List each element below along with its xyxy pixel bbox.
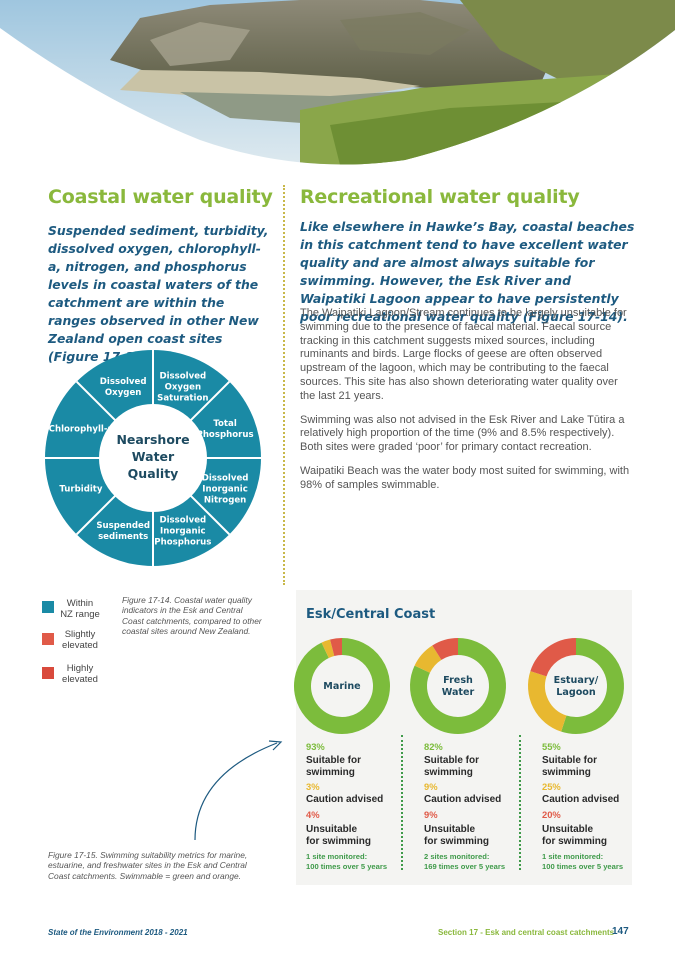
- donut-label: Marine: [323, 681, 361, 692]
- donut-slice: [294, 638, 390, 734]
- recreational-heading: Recreational water quality: [300, 186, 580, 208]
- coastal-heading: Coastal water quality: [48, 186, 273, 208]
- donut-slice: [528, 671, 567, 732]
- stat-percent: 55%: [542, 741, 561, 752]
- hero-photo: [0, 0, 675, 165]
- stat-label: Caution advised: [306, 794, 384, 805]
- stat-percent: 3%: [306, 781, 320, 792]
- stat-label: swimming: [306, 767, 355, 778]
- arrow-icon: [194, 740, 283, 841]
- wheel-segment-label: Phosphorus: [197, 430, 254, 440]
- stat-label: Unsuitable: [306, 824, 358, 835]
- stat-divider: [401, 735, 403, 870]
- page-number: 147: [612, 926, 629, 937]
- wheel-segment-label: Dissolved: [100, 377, 147, 387]
- donut-slice: [414, 645, 442, 674]
- stat-label: Suitable for: [542, 755, 598, 766]
- stat-label: Caution advised: [542, 794, 620, 805]
- stat-label: Unsuitable: [542, 824, 594, 835]
- paragraph: The Waipatiki Lagoon/Stream continues to…: [300, 307, 627, 402]
- stat-label: swimming: [542, 767, 591, 778]
- stat-percent: 82%: [424, 741, 443, 752]
- stat-times: 100 times over 5 years: [542, 861, 624, 871]
- donut-slice: [561, 638, 624, 734]
- stat-sites: 1 site monitored:: [542, 852, 604, 861]
- stat-sites: 1 site monitored:: [306, 852, 368, 861]
- donut-label: Water: [442, 687, 475, 698]
- wheel-segment-label: Dissolved: [202, 473, 249, 483]
- stat-percent: 9%: [424, 809, 438, 820]
- wheel-segment-label: Dissolved: [159, 371, 206, 381]
- column-divider: [283, 185, 285, 585]
- recreational-lead: Like elsewhere in Hawke’s Bay, coastal b…: [300, 219, 635, 324]
- stat-percent: 9%: [424, 781, 438, 792]
- wheel-center-label: Quality: [128, 466, 179, 481]
- stat-percent: 93%: [306, 741, 325, 752]
- wheel-segment-label: Total: [213, 419, 237, 429]
- donut-slice: [432, 638, 459, 661]
- stat-label: Suitable for: [424, 755, 480, 766]
- wheel-segment-label: Suspended: [96, 521, 150, 531]
- donut-slice: [321, 639, 335, 659]
- paragraph: Waipatiki Beach was the water body most …: [300, 464, 630, 491]
- wheel-segment-label: Oxygen: [105, 388, 142, 398]
- stat-divider: [519, 735, 521, 870]
- wheel-segment-label: Chlorophyll-a: [49, 425, 114, 435]
- wheel-segment-label: Dissolved: [159, 516, 206, 526]
- stat-label: for swimming: [542, 836, 608, 847]
- legend-swatch-slightly: [42, 633, 54, 645]
- stat-percent: 25%: [542, 781, 561, 792]
- stat-sites: 2 sites monitored:: [424, 852, 490, 861]
- donut-label: Lagoon: [556, 687, 596, 698]
- wheel-segment-label: Phosphorus: [154, 538, 211, 548]
- footer-section: Section 17 - Esk and central coast catch…: [438, 928, 615, 937]
- donut-slice: [410, 638, 506, 734]
- wheel-segment-label: Inorganic: [202, 484, 248, 494]
- legend-swatch-highly: [42, 667, 54, 679]
- figure-caption-15: Figure 17-15. Swimming suitability metri…: [48, 850, 248, 881]
- water-quality-wheel: NearshoreWaterQualityDissolvedOxygenSatu…: [45, 350, 261, 566]
- wheel-center: [99, 404, 207, 512]
- stat-times: 100 times over 5 years: [306, 861, 388, 871]
- stat-percent: 4%: [306, 809, 320, 820]
- stat-label: for swimming: [306, 836, 372, 847]
- wheel-segment-label: Saturation: [157, 393, 208, 403]
- donut-slice: [530, 638, 577, 677]
- stat-percent: 20%: [542, 809, 561, 820]
- stat-label: for swimming: [424, 836, 490, 847]
- donut-label: Fresh: [443, 675, 473, 686]
- wheel-segment-label: sediments: [98, 532, 148, 542]
- donut-slice: [330, 638, 343, 657]
- stat-label: Caution advised: [424, 794, 502, 805]
- figure-caption-14: Figure 17-14. Coastal water quality indi…: [122, 595, 262, 637]
- recreational-body: The Waipatiki Lagoon/Stream continues to…: [300, 307, 630, 503]
- esk-chart-title: Esk/Central Coast: [306, 607, 436, 622]
- wheel-segment-label: Oxygen: [165, 382, 202, 392]
- stat-times: 169 times over 5 years: [424, 861, 506, 871]
- wheel-center-label: Nearshore: [116, 432, 189, 447]
- stat-label: swimming: [424, 767, 473, 778]
- legend-swatch-within: [42, 601, 54, 613]
- wheel-segment-label: Nitrogen: [204, 495, 247, 505]
- footer-left: State of the Environment 2018 - 2021: [48, 928, 188, 937]
- wheel-segment-label: Turbidity: [59, 484, 103, 494]
- wheel-segment-label: Inorganic: [160, 527, 206, 537]
- donut-label: Estuary/: [554, 675, 599, 686]
- coastal-lead: Suspended sediment, turbidity, dissolved…: [48, 223, 269, 364]
- stat-label: Suitable for: [306, 755, 362, 766]
- paragraph: Swimming was also not advised in the Esk…: [300, 413, 625, 454]
- stat-label: Unsuitable: [424, 824, 476, 835]
- wheel-center-label: Water: [132, 449, 175, 464]
